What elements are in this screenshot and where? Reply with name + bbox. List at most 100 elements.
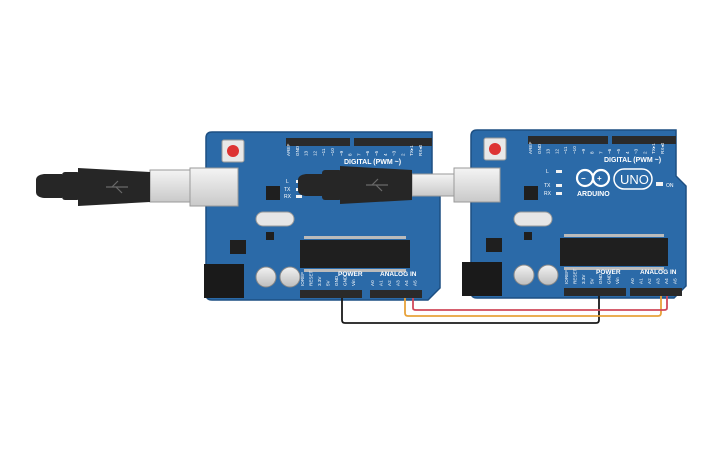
- digital-pin-label: AREF: [286, 144, 291, 156]
- power-header-right[interactable]: [564, 288, 626, 296]
- arduino-board-left[interactable]: DIGITAL (PWM ~) POWER ANALOG IN: [189, 131, 441, 301]
- svg-text:+: +: [597, 174, 602, 183]
- digital-pin-label: GND: [295, 145, 300, 156]
- digital-label: DIGITAL (PWM ~): [604, 157, 661, 164]
- voltage-regulator: [230, 240, 246, 254]
- digital-pin-label: TX▸1: [651, 143, 656, 154]
- analog-pin-label: A0: [370, 280, 375, 286]
- digital-pin-label: 2: [400, 153, 405, 156]
- analog-pin-label: A2: [647, 278, 652, 284]
- usb-cable-left[interactable]: [36, 168, 191, 206]
- digital-label: DIGITAL (PWM ~): [344, 159, 401, 166]
- wire-gnd[interactable]: [341, 296, 600, 324]
- power-pin-label: RESET: [573, 268, 578, 284]
- digital-header-right[interactable]: [528, 136, 676, 144]
- digital-pin-label: 8: [348, 153, 353, 156]
- capacitor: [513, 264, 535, 286]
- power-pin-label: GND: [598, 273, 603, 284]
- analog-label: ANALOG IN: [640, 269, 677, 276]
- model-badge: [613, 168, 653, 190]
- analog-pin-label: A4: [664, 278, 669, 284]
- capacitor: [279, 266, 301, 288]
- wire-a4[interactable]: [404, 296, 662, 317]
- arduino-board-right[interactable]: DIGITAL (PWM ~) − + ARDUINO UNO ON: [462, 129, 687, 299]
- usb-icon: [366, 178, 388, 192]
- power-label: POWER: [338, 271, 363, 278]
- led-label-tx: TX: [544, 183, 551, 189]
- usb-cable-right[interactable]: [298, 166, 501, 204]
- digital-pin-label: 13: [546, 148, 551, 154]
- wire-a5[interactable]: [412, 296, 668, 311]
- chip-pins: [564, 234, 664, 270]
- digital-pin-label: ~3: [634, 148, 639, 154]
- digital-pin-label: 4: [625, 151, 630, 154]
- power-pin-label: IOREF: [564, 270, 569, 284]
- analog-pin-label: A1: [379, 280, 384, 286]
- digital-pin-label: ~9: [581, 148, 586, 154]
- power-pin-label: 3.3V: [581, 274, 586, 284]
- power-pin-label: 3.3V: [317, 276, 322, 286]
- status-leds: [556, 170, 562, 195]
- digital-pin-label: ~9: [339, 150, 344, 156]
- digital-pin-label: ~5: [374, 150, 379, 156]
- digital-pin-label: RX◂0: [418, 144, 423, 156]
- microcontroller-chip: [300, 240, 410, 268]
- crystal: [513, 211, 553, 227]
- digital-pin-label: GND: [537, 143, 542, 154]
- model-label: UNO: [620, 172, 649, 187]
- analog-header-left[interactable]: [370, 290, 422, 298]
- usb-port: [189, 167, 239, 207]
- chip-pins: [304, 236, 406, 272]
- digital-pin-label: 2: [642, 151, 647, 154]
- usb-chip: [524, 186, 538, 200]
- digital-pin-label: ~11: [563, 146, 568, 154]
- analog-label: ANALOG IN: [380, 271, 417, 278]
- crystal: [255, 211, 295, 227]
- usb-chip: [266, 186, 280, 200]
- power-jack: [204, 264, 244, 298]
- digital-pin-label: ~10: [572, 146, 577, 154]
- digital-pin-label: 8: [590, 151, 595, 154]
- analog-pin-label: A0: [630, 278, 635, 284]
- power-pin-label: 5V: [590, 277, 595, 284]
- analog-pin-label: A1: [639, 278, 644, 284]
- digital-pin-label: 13: [304, 150, 309, 156]
- reset-button[interactable]: [221, 139, 245, 163]
- digital-header-left[interactable]: [286, 138, 432, 146]
- on-led: [656, 182, 663, 186]
- reset-button[interactable]: [483, 137, 507, 161]
- digital-pin-label: AREF: [528, 142, 533, 154]
- analog-pin-label: A3: [396, 280, 401, 286]
- voltage-regulator: [486, 238, 502, 252]
- led-label-tx: TX: [284, 187, 291, 193]
- digital-pin-label: RX◂0: [660, 142, 665, 154]
- brand-label: ARDUINO: [577, 191, 610, 198]
- digital-pin-label: 12: [554, 148, 559, 154]
- digital-pin-label: 4: [383, 153, 388, 156]
- analog-pin-label: A3: [656, 278, 661, 284]
- power-pin-label: Vin: [351, 279, 356, 286]
- analog-header-right[interactable]: [630, 288, 682, 296]
- analog-pin-label: A2: [387, 280, 392, 286]
- power-pin-label: GND: [334, 275, 339, 286]
- analog-pin-label: A5: [673, 278, 678, 284]
- led-label-rx: RX: [544, 191, 552, 197]
- analog-pin-label: A5: [413, 280, 418, 286]
- smd-part: [524, 232, 532, 240]
- power-pin-label: Vin: [615, 277, 620, 284]
- digital-pin-label: ~5: [616, 148, 621, 154]
- digital-pin-label: ~3: [392, 150, 397, 156]
- power-pin-label: IOREF: [300, 272, 305, 286]
- power-pin-label: 5V: [326, 279, 331, 286]
- digital-pin-label: TX▸1: [409, 145, 414, 156]
- power-header-left[interactable]: [300, 290, 362, 298]
- capacitor: [537, 264, 559, 286]
- on-label: ON: [666, 183, 674, 189]
- capacitor: [255, 266, 277, 288]
- power-pin-label: GND: [607, 273, 612, 284]
- power-pin-label: RESET: [309, 270, 314, 286]
- power-label: POWER: [596, 269, 621, 276]
- digital-pin-label: 12: [312, 150, 317, 156]
- power-jack: [462, 262, 502, 296]
